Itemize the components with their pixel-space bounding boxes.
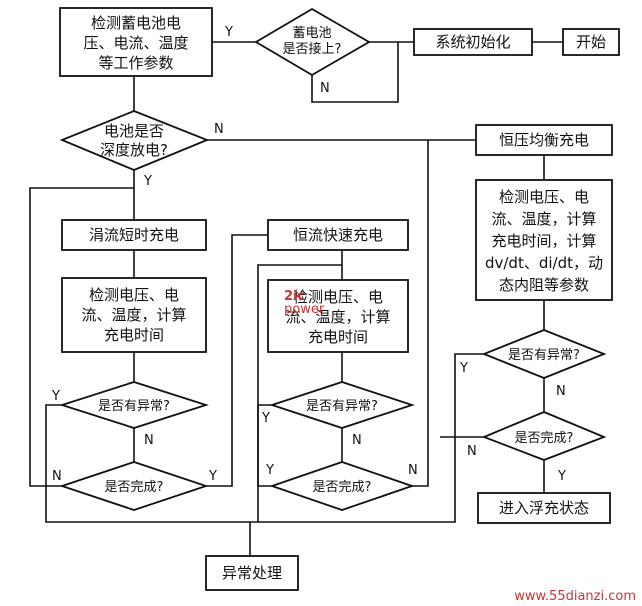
- abnormal-1-yes-label: Y: [51, 389, 60, 404]
- watermark-sub: power: [284, 302, 325, 317]
- node-texts: 开始 系统初始化 蓄电池 是否接上? 检测蓄电池电 压、电流、温度 等工作参数 …: [81, 14, 606, 582]
- abnormal-1-diamond: [59, 381, 209, 429]
- detect-battery-line-2: 压、电流、温度: [83, 34, 188, 52]
- arrow-complete1-yes: [206, 234, 268, 487]
- watermark-logo: 2ic: [284, 289, 305, 304]
- watermarks: 2ic power www.55dianzi.com: [284, 289, 636, 604]
- detect-trickle-box: [61, 277, 207, 353]
- start-label: 开始: [576, 33, 606, 51]
- complete-2-label: 是否完成?: [313, 480, 372, 495]
- detect-battery-line-1: 检测蓄电池电: [91, 14, 181, 32]
- arrow-abnormal1-yes: [45, 404, 250, 523]
- detect-fast-box: [267, 279, 409, 353]
- battery-yes-label: Y: [224, 25, 233, 40]
- detect-trickle-line-1: 检测电压、电: [89, 286, 179, 304]
- deep-discharge-line-2: 深度放电?: [100, 141, 168, 159]
- battery-check-line-1: 蓄电池: [292, 26, 331, 41]
- shapes: [59, 7, 620, 591]
- watermark-corner: www.55dianzi.com: [514, 589, 636, 604]
- exception-label: 异常处理: [222, 564, 282, 582]
- abnormal-1-label: 是否有异常?: [98, 399, 170, 414]
- battery-check-line-2: 是否接上?: [283, 41, 342, 57]
- complete-3-yes-label: Y: [557, 469, 566, 484]
- detect-cv-line-1: 检测电压、电: [499, 188, 589, 206]
- trickle-label: 涓流短时充电: [89, 226, 179, 244]
- detect-cv-box: [475, 179, 613, 301]
- complete-3-no-label: N: [467, 444, 477, 459]
- detect-battery-box: [59, 7, 213, 77]
- branch-labels: Y N N Y Y N N Y Y N Y N Y N N Y: [51, 25, 566, 484]
- abnormal-3-no-label: N: [556, 384, 566, 399]
- detect-cv-line-3: 充电时间，计算: [491, 232, 596, 250]
- cv-balance-label: 恒压均衡充电: [499, 131, 589, 149]
- complete-2-yes-label: Y: [265, 463, 274, 478]
- battery-no-label: N: [320, 81, 330, 96]
- exception-box: [205, 555, 299, 591]
- detect-fast-line-2: 流、温度，计算: [285, 308, 390, 326]
- fast-label: 恒流快速充电: [293, 226, 383, 244]
- start-box: [562, 28, 620, 56]
- detect-fast-line-3: 充电时间: [308, 328, 368, 346]
- deep-yes-label: Y: [143, 174, 152, 189]
- deep-discharge-line-1: 电池是否: [104, 122, 164, 140]
- trickle-box: [61, 219, 207, 251]
- complete-1-diamond: [59, 461, 209, 511]
- detect-trickle-line-3: 充电时间: [104, 326, 164, 344]
- complete-1-yes-label: Y: [208, 469, 217, 484]
- arrow-battery-no-loop: [311, 42, 399, 103]
- complete-2-no-label: N: [408, 463, 418, 478]
- deep-discharge-diamond: [59, 110, 210, 171]
- detect-cv-line-4: dv/dt、di/dt，动: [485, 254, 603, 272]
- complete-3-diamond: [481, 411, 607, 461]
- fast-box: [267, 219, 409, 251]
- float-box: [477, 492, 611, 524]
- deep-no-label: N: [214, 122, 224, 137]
- abnormal-3-yes-label: Y: [459, 361, 468, 376]
- abnormal-2-diamond: [269, 381, 415, 429]
- detect-battery-line-3: 等工作参数: [98, 54, 173, 72]
- abnormal-2-no-label: N: [352, 433, 362, 448]
- abnormal-3-label: 是否有异常?: [508, 348, 580, 363]
- float-label: 进入浮充状态: [499, 499, 589, 517]
- abnormal-2-label: 是否有异常?: [306, 399, 378, 414]
- arrow-complete2-yes: [412, 140, 429, 487]
- init-label: 系统初始化: [435, 33, 510, 51]
- cv-balance-box: [475, 124, 613, 156]
- detect-cv-line-5: 态内阻等参数: [499, 276, 589, 294]
- abnormal-1-no-label: N: [144, 433, 154, 448]
- abnormal-3-diamond: [481, 329, 607, 379]
- init-box: [413, 28, 533, 56]
- detect-cv-line-2: 流、温度，计算: [491, 210, 596, 228]
- abnormal-2-yes-label: Y: [261, 411, 270, 426]
- arrow-complete1-no: [29, 187, 134, 487]
- detect-trickle-line-2: 流、温度，计算: [81, 306, 186, 324]
- complete-1-label: 是否完成?: [105, 480, 164, 495]
- connectors: [29, 41, 563, 556]
- arrow-complete2-no: [257, 264, 342, 487]
- complete-3-label: 是否完成?: [515, 431, 574, 446]
- battery-connected-diamond: [254, 7, 371, 77]
- arrow-abnormal3-yes: [250, 353, 484, 523]
- complete-2-diamond: [269, 461, 415, 511]
- complete-1-no-label: N: [52, 469, 62, 484]
- detect-fast-line-1: 检测电压、电: [293, 288, 383, 306]
